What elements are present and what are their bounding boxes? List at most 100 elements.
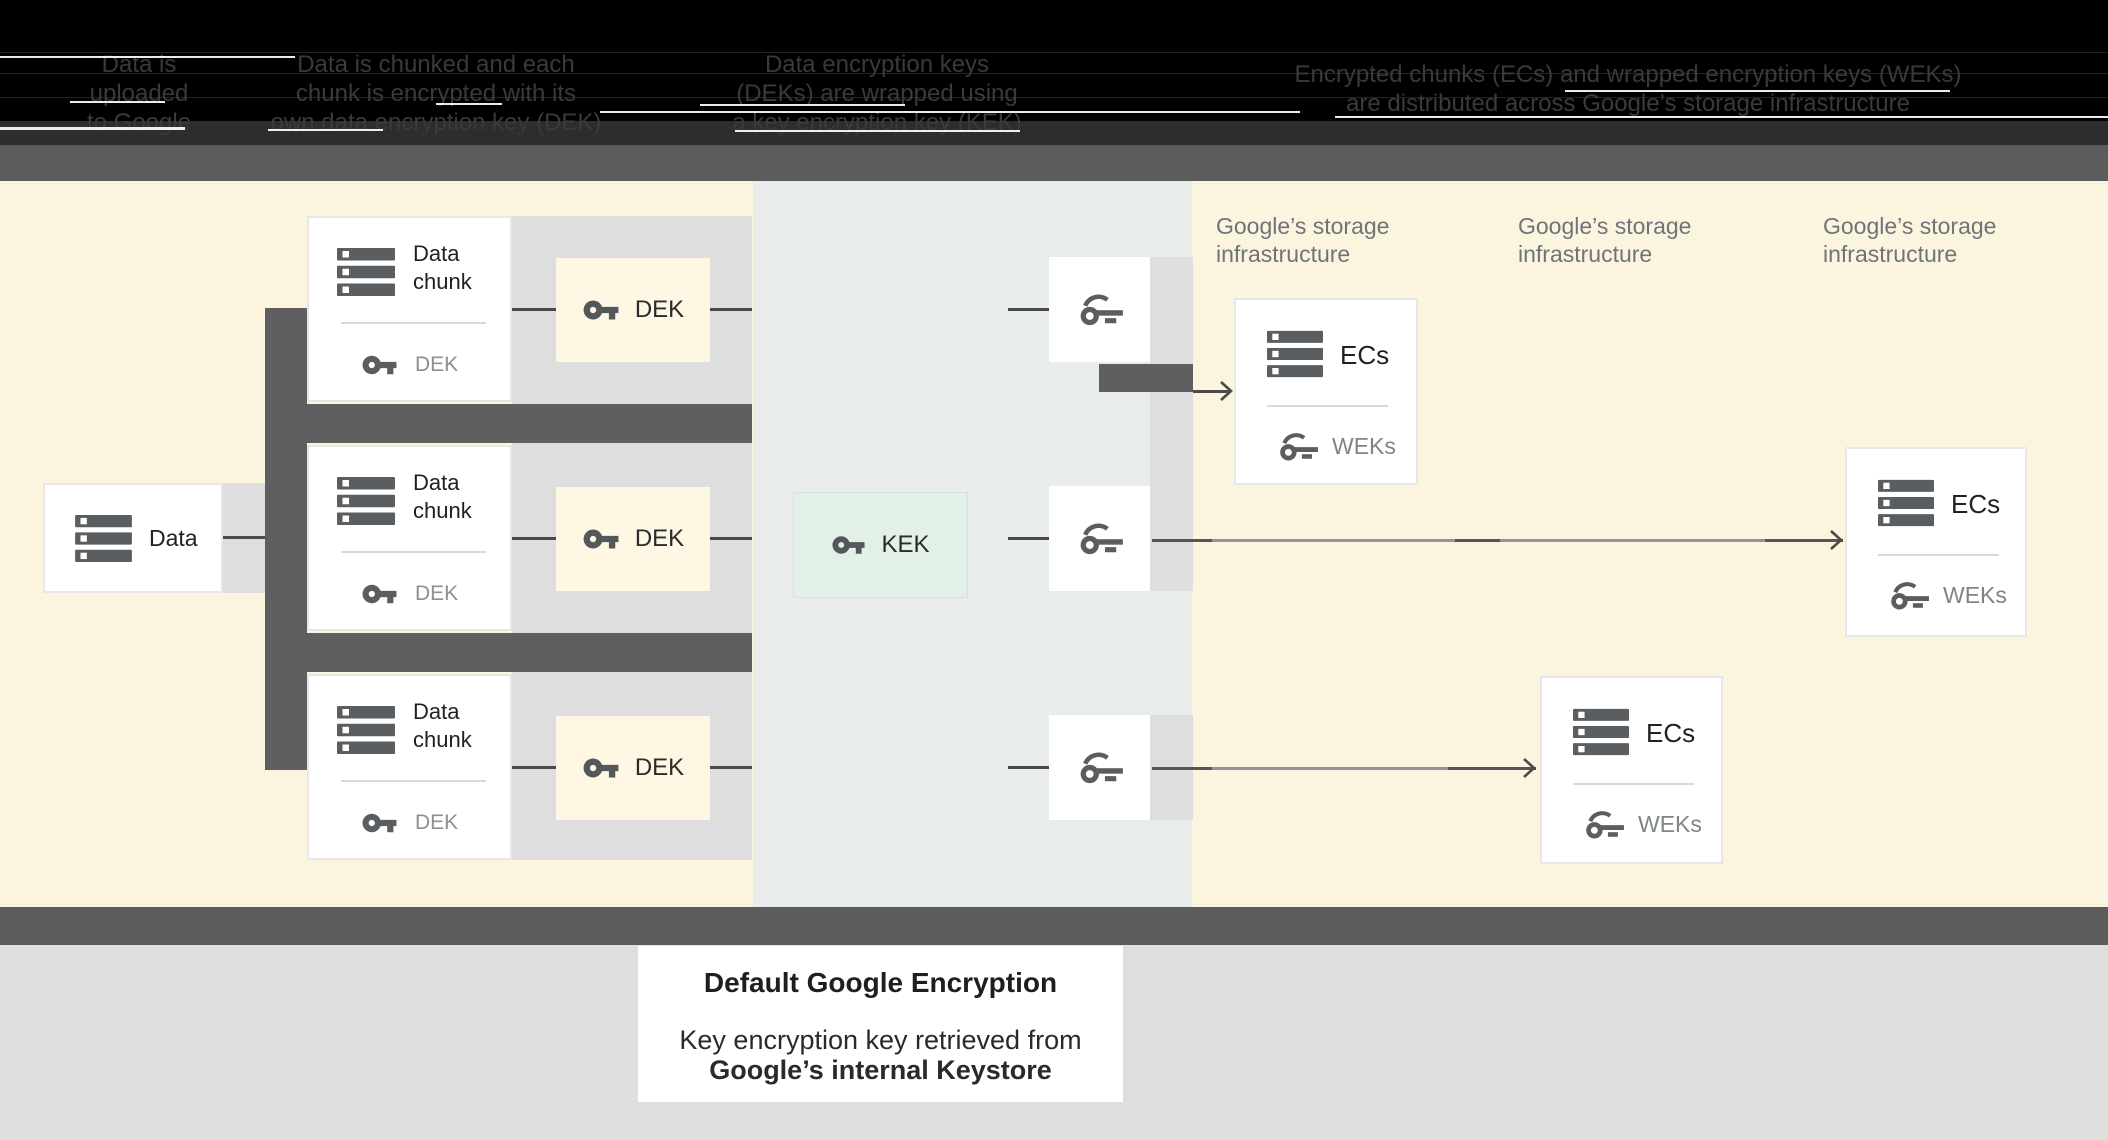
glitch-streak (268, 129, 383, 131)
storage-infrastructure-label: Google’s storage infrastructure (1823, 212, 2043, 268)
glitch-streak (1335, 116, 2108, 118)
wrap-key-box (1049, 486, 1150, 591)
key-icon (832, 536, 866, 554)
arrow-segment (1455, 539, 1500, 542)
chunk-dek-row: DEK (361, 352, 458, 378)
wrap-key-box (1049, 715, 1150, 820)
glitch-streak (0, 127, 185, 130)
ecs-divider (1573, 783, 1694, 785)
chunk-title-line: Data (413, 470, 460, 495)
data-chunk-box: Data chunk DEK (307, 216, 512, 402)
weks-key-icon (1280, 433, 1318, 461)
key-icon (362, 355, 397, 375)
step-2-line: own data encryption key (DEK) (270, 109, 602, 136)
to-wrap-key-line (1008, 537, 1049, 540)
chunk-to-dek-line (512, 537, 556, 540)
key-icon (583, 529, 619, 549)
data-box-label: Data (149, 524, 198, 551)
dek-box-label: DEK (634, 525, 685, 552)
dek-out-line (710, 537, 752, 540)
wrap-key-box (1049, 257, 1150, 362)
ecs-weks-row: WEKs (1277, 430, 1396, 463)
ecs-stack-icon (1267, 330, 1323, 378)
row-connector-bar (265, 404, 752, 443)
data-stack-icon (75, 514, 132, 562)
chunk-title-line: chunk (413, 498, 472, 523)
weks-key-icon (1586, 811, 1624, 839)
row-connector-bar (265, 633, 752, 672)
storage-label-line: infrastructure (1518, 241, 1653, 267)
dek-box: DEK (556, 258, 710, 362)
storage-label-line: Google’s storage (1216, 213, 1390, 239)
ecs-box: ECs WEKs (1845, 447, 2027, 637)
step-2-line: Data is chunked and each (297, 51, 575, 78)
ecs-title: ECs (1340, 340, 1390, 370)
top-divider-strip (0, 145, 2108, 181)
kek-box: KEK (793, 492, 968, 598)
header-texture-band (0, 121, 2108, 145)
step-1-line: uploaded (89, 80, 189, 107)
storage-label-line: infrastructure (1216, 241, 1351, 267)
bottom-divider-strip (0, 907, 2108, 945)
dek-out-line (710, 308, 752, 311)
ecs-box: ECs WEKs (1540, 676, 1723, 864)
trunk-connector-bar (265, 308, 307, 770)
caption-body-line: Key encryption key retrieved from (679, 1025, 1082, 1055)
arrow-segment (1152, 767, 1212, 770)
chunk-title: Data chunk (413, 469, 472, 525)
ecs-stack-icon (1573, 708, 1629, 756)
caption-body-line: Google’s internal Keystore (709, 1055, 1052, 1085)
ecs-divider (1878, 554, 1999, 556)
kek-box-label: KEK (881, 531, 930, 558)
glitch-streak (436, 103, 502, 105)
ecs-weks-row: WEKs (1583, 808, 1702, 841)
arrow-to-ecs1-line (1193, 390, 1230, 393)
chunk-dek-label: DEK (415, 582, 459, 605)
to-wrap-key-line (1008, 308, 1049, 311)
chunk-title: Data chunk (413, 240, 472, 296)
glitch-streak (735, 130, 1020, 132)
weks-label: WEKs (1943, 582, 2007, 608)
glitch-streak (600, 111, 1300, 113)
dek-box-label: DEK (634, 296, 685, 323)
chunk-divider (341, 780, 486, 782)
step-4-description: Encrypted chunks (ECs) and wrapped encry… (1295, 60, 1962, 118)
data-to-trunk-line (223, 536, 265, 539)
wrap-key-icon (1080, 294, 1123, 326)
arrow-segment (1765, 539, 1843, 542)
step-1-description: Data is uploaded to Google (87, 50, 191, 137)
caption-body: Key encryption key retrieved from Google… (638, 1025, 1123, 1085)
dek-box: DEK (556, 716, 710, 820)
chunk-to-dek-line (512, 308, 556, 311)
row1-elbow-bar (1099, 364, 1193, 392)
data-box: Data (43, 483, 223, 593)
step-2-description: Data is chunked and each chunk is encryp… (271, 50, 602, 137)
chunk-title-line: Data (413, 241, 460, 266)
chunk-dek-label: DEK (415, 811, 459, 834)
key-icon (362, 584, 397, 604)
dek-out-line (710, 766, 752, 769)
data-chunk-box: Data chunk DEK (307, 674, 512, 860)
chunk-title-line: chunk (413, 269, 472, 294)
step-1-line: to Google (86, 109, 192, 136)
dek-box-label: DEK (634, 754, 685, 781)
header-texture-line (0, 52, 2108, 53)
arrowhead-icon (1220, 381, 1233, 401)
key-icon (583, 300, 619, 320)
ecs-title: ECs (1646, 718, 1696, 748)
caption-title: Default Google Encryption (703, 967, 1058, 998)
weks-key-icon (1891, 582, 1929, 610)
chunk-divider (341, 322, 486, 324)
header-texture-line (0, 73, 2108, 74)
storage-infrastructure-label: Google’s storage infrastructure (1216, 212, 1436, 268)
ecs-divider (1267, 405, 1388, 407)
chunk-stack-icon (337, 706, 395, 754)
chunk-stack-icon (337, 477, 395, 525)
glitch-streak (700, 104, 905, 106)
arrowhead-icon (1830, 530, 1843, 550)
ecs-weks-row: WEKs (1888, 579, 2007, 612)
key-icon (362, 813, 397, 833)
wrap-key-icon (1080, 523, 1123, 555)
chunk-title: Data chunk (413, 698, 472, 754)
